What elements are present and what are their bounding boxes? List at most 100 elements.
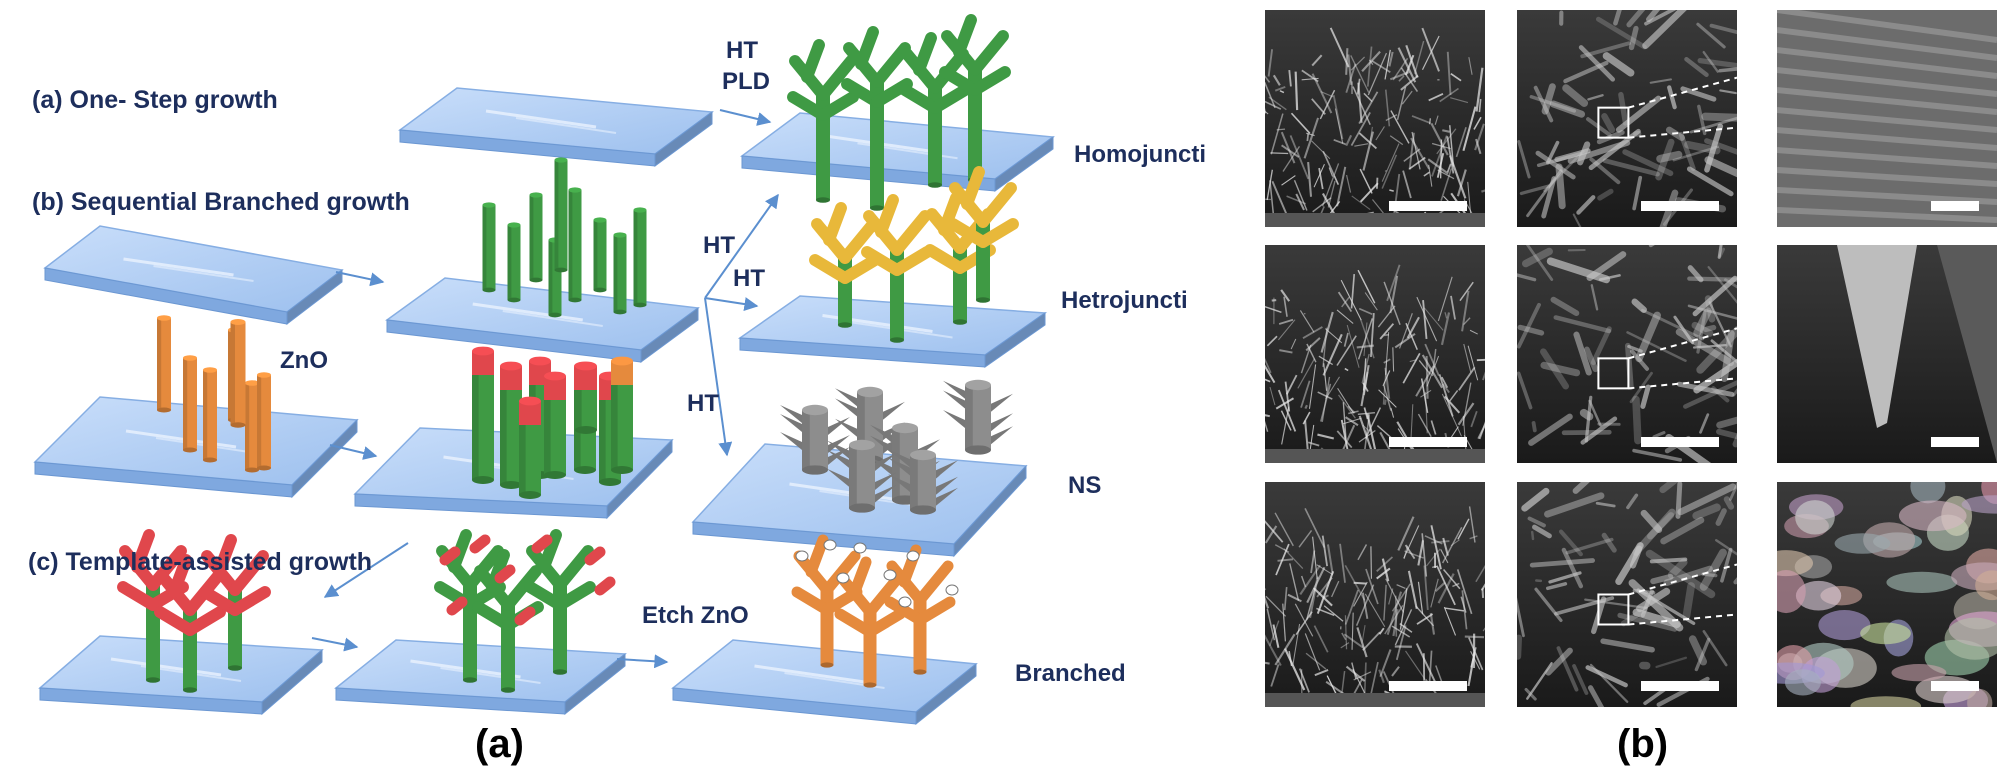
sem-fiber [1473,116,1482,130]
seq-green-rod-0-top [482,202,496,208]
sem-fiber [1383,399,1387,405]
sem-fiber [1313,625,1329,653]
substrate-step1-sheen [485,109,597,129]
sem-fiber [1562,84,1589,107]
capped-rod-8 [575,361,597,434]
tmpl2-red-tip-6 [446,596,468,616]
sem-fiber [1415,605,1435,627]
ns-rod-1-spike-0 [780,414,802,432]
substrate-tmpl1-side [261,648,323,716]
sem-fiber [1339,543,1346,583]
sem-fiber [1704,123,1724,173]
sem-fiber [1381,143,1400,182]
sem-fiber [1462,382,1472,426]
branched-tree-3-trunk [913,600,927,672]
sem-fiber [1306,566,1326,604]
seq-green-rod-7 [633,207,647,308]
ns-rod-6-base [910,505,936,515]
sem-fiber [1295,193,1305,211]
substrate-step1-side [654,111,713,167]
sem-fiber [1468,506,1476,543]
capped-rod-6-captop [611,356,633,366]
sem-fiber [1381,558,1390,582]
arrow-step-to-homo [719,109,772,126]
tmpl1-tree-2 [154,554,226,693]
sem-wire-surface [1777,10,1997,227]
seq-green-rod-7-shade [633,210,638,305]
sem-fiber [1336,430,1353,449]
sem-fiber [1316,607,1335,617]
sem-scale-bar-6 [1931,437,1979,447]
zno-rod-5 [257,372,271,471]
sem-fiber [1572,482,1590,494]
sem-fiber [1328,167,1334,177]
sem-fiber [1265,520,1284,543]
sem-fiber [1436,128,1457,155]
sem-fiber [1572,664,1589,695]
arrow-to-tmpl1 [323,542,409,598]
sem-fiber [1284,381,1291,412]
capped-rod-8-base [575,426,597,434]
sem-fiber [1427,158,1449,175]
hetero-tree-1 [809,202,881,328]
sem-fiber [1421,35,1440,70]
tmpl1-tree-2-base [183,687,197,693]
sem-tile-2 [1517,10,1737,227]
sem-fiber [1530,530,1535,541]
sem-fiber [1428,650,1433,682]
sem-fiber [1357,544,1368,561]
sem-fiber [1534,587,1563,622]
sem-texture-1 [1265,27,1485,227]
ns-rod-2-spike-2 [835,418,857,437]
sem-fiber [1535,150,1576,180]
sem-fiber [1437,276,1453,322]
sem-fiber [1482,371,1485,381]
sem-fiber [1311,140,1331,160]
tmpl2-tree-2-arm-4 [486,549,510,593]
sem-fiber [1588,399,1602,427]
sem-fiber [1541,83,1556,115]
sem-fiber [1693,358,1737,394]
sem-fiber [1329,27,1350,68]
ns-rod-1-spike-2 [780,432,802,450]
sem-fiber [1655,138,1675,181]
homo-tree-3-arm-3 [929,84,971,114]
ns-rod-6-spike-1 [936,460,958,479]
sem-fiber [1405,650,1426,680]
sem-fiber [1390,110,1410,144]
sem-fiber [1421,27,1440,72]
homo-tree-2 [841,26,913,211]
sem-fiber [1459,281,1474,302]
sem-fiber [1334,108,1344,144]
tmpl2-red-tip-4 [584,546,606,566]
arrow-zno-to-redtip [329,444,378,460]
sem-fiber [1450,295,1456,320]
sem-fiber [1353,581,1367,585]
ns-rod-2-spike-4 [835,388,857,407]
zno-rod-1 [183,355,197,453]
tmpl2-red-tip-5 [594,576,616,596]
sem-fiber [1288,69,1292,87]
seq-green-rod-2-top [529,192,543,198]
sem-fiber [1341,632,1347,641]
sem-fiber [1283,548,1304,569]
sem-fiber [1301,77,1319,81]
sem-blob [1795,580,1842,611]
result-label-branched: Branched [1015,660,1126,687]
sem-fiber [1692,344,1727,349]
sem-fiber [1323,605,1344,622]
sem-fiber [1265,525,1278,544]
branched-tree-2-base [863,682,877,688]
zno-rod-0-top [157,315,171,321]
sem-wire-streak [1777,167,1997,187]
sem-fiber [1306,132,1315,137]
sem-scale-bar-5 [1641,437,1719,447]
sem-fiber [1689,116,1737,134]
sem-fiber [1364,292,1378,311]
sem-fiber [1434,581,1446,592]
branched-hollow-tip-2 [853,542,867,554]
sem-inset-box [1597,106,1630,139]
sem-fiber [1600,638,1655,653]
sem-fiber [1517,597,1525,638]
